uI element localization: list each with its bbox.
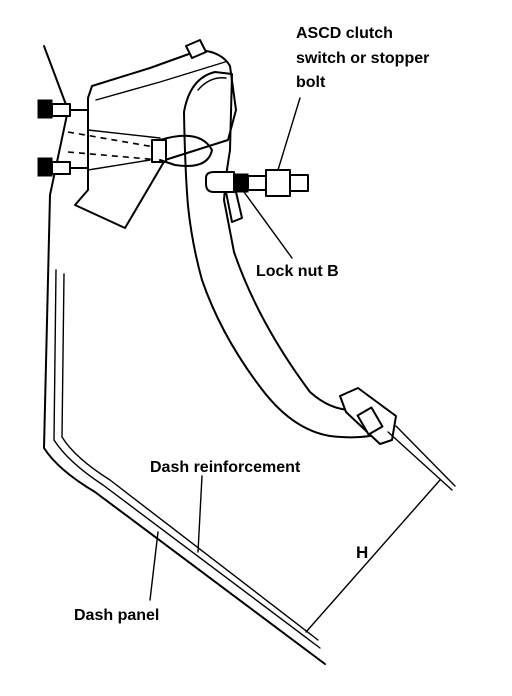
pedal-pivot-shaft: [67, 131, 213, 167]
mounting-bolts: [37, 99, 89, 177]
dash-reinforcement-label: Dash reinforcement: [150, 459, 301, 476]
dash-panel-label: Dash panel: [74, 607, 160, 624]
dash-panel: [43, 45, 326, 665]
clutch-pedal-arm: [183, 71, 456, 491]
dimension-h: [305, 479, 441, 633]
ascd-switch-label-line3: bolt: [296, 74, 326, 91]
ascd-switch-assembly: [205, 169, 309, 223]
ascd-switch-label-line2: switch or stopper: [296, 50, 430, 67]
lock-nut-label: Lock nut B: [256, 263, 339, 280]
dimension-h-label: H: [356, 543, 369, 562]
ascd-switch-label-line1: ASCD clutch: [296, 25, 393, 42]
pedal-bracket: [74, 39, 237, 229]
leader-lines: [149, 97, 301, 601]
